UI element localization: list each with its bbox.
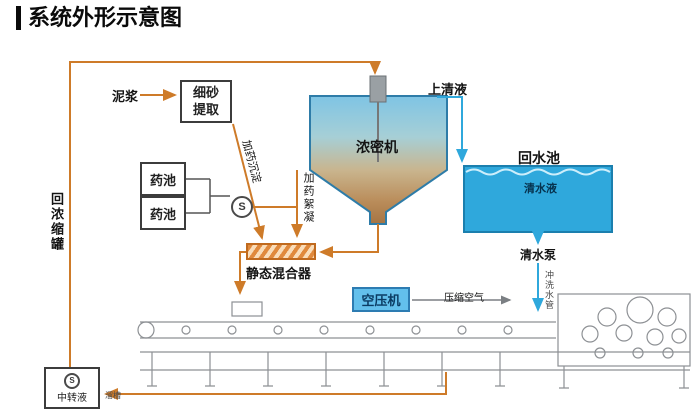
clear-water-label: 清水液 [524, 183, 557, 195]
chute-label: 溜槽 [105, 391, 121, 400]
belt-filter-press [137, 293, 691, 389]
chemical-tank-2-label: 药池 [149, 206, 176, 222]
dosing-pump-symbol: S [238, 201, 246, 213]
chemical-tank-1: 药池 [140, 162, 186, 196]
static-mixer-label: 静态混合器 [246, 266, 312, 281]
water-flow-lines [437, 96, 544, 312]
filtrate-return-line [104, 372, 447, 400]
return-water-pool [463, 165, 613, 233]
mixer-to-press-line [234, 251, 246, 295]
return-concentrate-label: 回浓缩罐 [49, 192, 64, 252]
sand-extraction-box: 细砂提取 [180, 80, 232, 123]
dosing-sedimentation-line [232, 123, 265, 240]
slurry-label: 泥浆 [112, 89, 139, 104]
transfer-tank-box: S 中转液 [44, 367, 100, 409]
chemical-tank-2: 药池 [140, 196, 186, 230]
compressed-air-label: 压缩空气 [444, 293, 484, 304]
air-compressor-box: 空压机 [352, 287, 410, 312]
transfer-tank-label: 中转液 [57, 392, 87, 404]
chemical-tank-bracket [186, 178, 230, 214]
air-compressor-label: 空压机 [361, 293, 401, 308]
thickener-feed-pipe [369, 75, 387, 103]
transfer-pump: S [64, 372, 80, 389]
thickener-underflow-line [319, 224, 379, 258]
supernatant-line [437, 96, 468, 163]
return-to-thickener-line [69, 61, 381, 367]
flush-water-pipe-label: 冲洗水管 [544, 270, 554, 310]
transfer-pump-symbol: S [69, 376, 75, 385]
thickener-label: 浓密机 [356, 139, 398, 155]
page-title: 系统外形示意图 [16, 5, 182, 31]
supernatant-label: 上清液 [428, 82, 468, 97]
dosing-pump: S [231, 196, 253, 218]
sand-extraction-label: 细砂提取 [192, 85, 219, 117]
clear-water-pump-label: 清水泵 [520, 248, 557, 262]
static-mixer [246, 243, 316, 260]
chemical-tank-1-label: 药池 [149, 172, 176, 188]
water-surface-wave [465, 168, 611, 176]
return-pool-label: 回水池 [518, 150, 560, 166]
slurry-flow-lines [69, 61, 447, 400]
dosing-flocculation-label: 加药絮凝 [302, 172, 314, 224]
